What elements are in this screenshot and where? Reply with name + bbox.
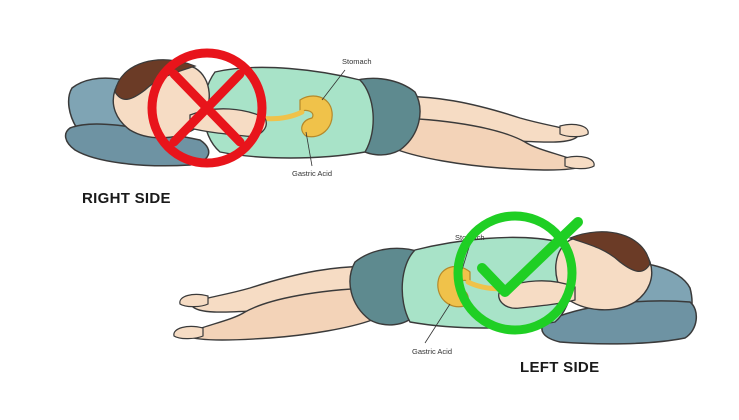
stomach-label: Stomach (342, 57, 372, 66)
gastric-acid-annotation: Gastric Acid (412, 303, 452, 356)
left-side-label: LEFT SIDE (520, 359, 600, 376)
arm (498, 280, 576, 309)
right-side-figure: Stomach Gastric Acid (64, 48, 595, 178)
legs (378, 95, 595, 171)
cross-icon (147, 48, 267, 168)
left-side-figure: Stomach Gastric Acid (173, 211, 697, 356)
gastric-acid-annotation: Gastric Acid (292, 131, 332, 178)
legs (173, 265, 392, 341)
gastric-acid-label: Gastric Acid (412, 347, 452, 356)
stomach-annotation: Stomach (321, 57, 372, 101)
gastric-acid-label: Gastric Acid (292, 169, 332, 178)
check-icon (453, 211, 583, 335)
right-side-label: RIGHT SIDE (82, 190, 171, 207)
